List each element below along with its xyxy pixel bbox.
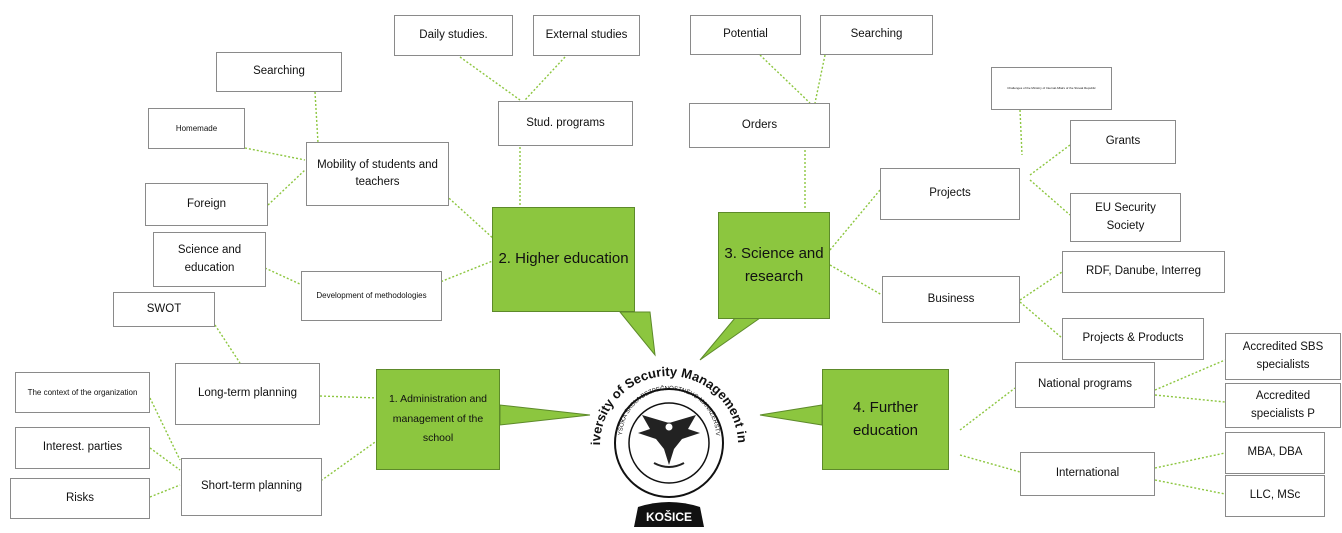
pillar-further-education: 4. Further education bbox=[822, 369, 949, 470]
city-label: KOŠICE bbox=[646, 509, 692, 524]
accredited-sbs-node: Accredited SBS specialists bbox=[1225, 333, 1341, 380]
link-science-business bbox=[829, 264, 883, 296]
stud-programs-node: Stud. programs bbox=[498, 101, 633, 146]
llc-node: LLC, MSc bbox=[1225, 475, 1325, 517]
link-admin-short bbox=[321, 439, 379, 481]
link-admin-long bbox=[319, 395, 379, 399]
link-short-interest bbox=[149, 447, 181, 471]
link-method-science bbox=[264, 267, 303, 286]
link-projects-note bbox=[1019, 109, 1023, 156]
link-projects-grants bbox=[1029, 144, 1071, 176]
potential-node: Potential bbox=[690, 15, 801, 55]
homemade-node: Homemade bbox=[148, 108, 245, 149]
link-international-llc bbox=[1154, 479, 1226, 495]
eu-security-node: EU Security Society bbox=[1070, 193, 1181, 242]
link-orders-potential bbox=[759, 54, 811, 104]
searching-node: Searching bbox=[216, 52, 342, 92]
international-node: International bbox=[1020, 452, 1155, 496]
searching-research-node: Searching bbox=[820, 15, 933, 55]
link-national-p bbox=[1154, 394, 1226, 403]
pillar-science-research: 3. Science and research bbox=[718, 212, 830, 319]
city-banner bbox=[634, 502, 704, 527]
ministry-challenges-node: Challenges of the Ministry of Internal A… bbox=[991, 67, 1112, 110]
link-science-projects bbox=[829, 189, 881, 251]
context-node: The context of the organization bbox=[15, 372, 150, 413]
rdf-node: RDF, Danube, Interreg bbox=[1062, 251, 1225, 293]
link-long-swot bbox=[214, 324, 241, 364]
link-mobility-foreign bbox=[267, 169, 306, 206]
link-further-national bbox=[959, 387, 1016, 431]
grants-node: Grants bbox=[1070, 120, 1176, 164]
risks-node: Risks bbox=[10, 478, 150, 519]
swot-node: SWOT bbox=[113, 292, 215, 327]
projects-products-node: Projects & Products bbox=[1062, 318, 1204, 360]
link-short-context bbox=[149, 397, 181, 461]
university-logo: The University of Security Management in… bbox=[580, 345, 750, 527]
interest-parties-node: Interest. parties bbox=[15, 427, 150, 469]
national-programs-node: National programs bbox=[1015, 362, 1155, 408]
pillar-higher-education: 2. Higher education bbox=[492, 207, 635, 312]
link-stud-external bbox=[524, 56, 566, 101]
link-international-mba bbox=[1154, 452, 1226, 469]
long-term-node: Long-term planning bbox=[175, 363, 320, 425]
link-projects-eu bbox=[1029, 179, 1071, 216]
business-node: Business bbox=[882, 276, 1020, 323]
pointer-administration bbox=[499, 404, 591, 426]
daily-studies-node: Daily studies. bbox=[394, 15, 513, 56]
projects-node: Projects bbox=[880, 168, 1020, 220]
mobility-node: Mobility of students and teachers bbox=[306, 142, 449, 206]
pointer-higher bbox=[618, 311, 656, 357]
link-further-international bbox=[959, 454, 1021, 473]
accredited-p-node: Accredited specialists P bbox=[1225, 383, 1341, 428]
foreign-node: Foreign bbox=[145, 183, 268, 226]
orders-node: Orders bbox=[689, 103, 830, 148]
link-business-rdf bbox=[1019, 271, 1063, 301]
pointer-further bbox=[759, 404, 823, 426]
link-higher-method bbox=[419, 259, 496, 291]
short-term-node: Short-term planning bbox=[181, 458, 322, 516]
eagle-icon bbox=[638, 415, 700, 468]
link-stud-daily bbox=[459, 56, 521, 101]
link-orders-searching bbox=[814, 54, 826, 104]
link-mobility-homemade bbox=[244, 147, 306, 161]
link-short-risks bbox=[149, 484, 181, 498]
link-business-projects bbox=[1019, 301, 1063, 339]
pillar-administration: 1. Administration and management of the … bbox=[376, 369, 500, 470]
link-national-sbs bbox=[1154, 359, 1226, 391]
link-higher-mobility bbox=[439, 189, 496, 241]
science-education-node: Science and education bbox=[153, 232, 266, 287]
external-studies-node: External studies bbox=[533, 15, 640, 56]
mba-node: MBA, DBA bbox=[1225, 432, 1325, 474]
link-mobility-searching bbox=[314, 91, 319, 144]
methodologies-node: Development of methodologies bbox=[301, 271, 442, 321]
